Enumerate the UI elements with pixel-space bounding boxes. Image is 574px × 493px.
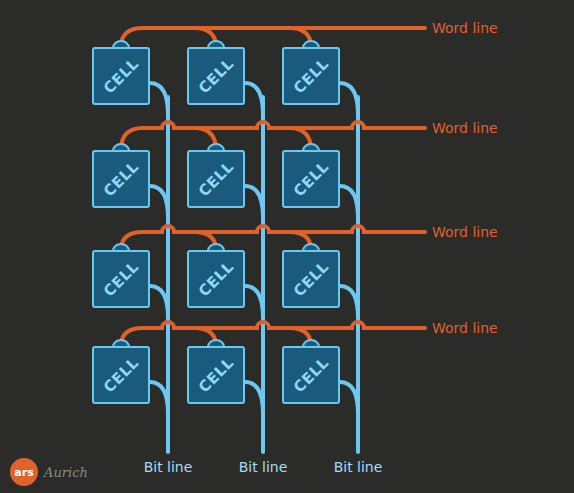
memory-cell: CELL <box>187 250 245 308</box>
memory-cell: CELL <box>282 346 340 404</box>
cell-label: CELL <box>195 55 238 98</box>
cell-to-bit-line <box>150 186 168 218</box>
memory-cell: CELL <box>282 250 340 308</box>
word-line <box>121 322 425 346</box>
word-line-label: Word line <box>432 20 498 36</box>
word-line <box>121 122 425 150</box>
memory-cell: CELL <box>282 47 340 105</box>
cell-to-bit-line <box>340 286 358 318</box>
memory-cell: CELL <box>282 150 340 208</box>
cell-label: CELL <box>195 158 238 201</box>
bit-line-label: Bit line <box>239 459 288 475</box>
logo-text: ars <box>14 466 33 479</box>
cell-label: CELL <box>100 158 143 201</box>
cell-label: CELL <box>100 258 143 301</box>
cell-label: CELL <box>290 258 333 301</box>
memory-cell: CELL <box>187 47 245 105</box>
word-line <box>121 226 425 250</box>
cell-label: CELL <box>290 55 333 98</box>
word-line-label: Word line <box>432 120 498 136</box>
memory-cell: CELL <box>92 47 150 105</box>
word-line-label: Word line <box>432 224 498 240</box>
cell-label: CELL <box>290 354 333 397</box>
cell-label: CELL <box>100 55 143 98</box>
cell-label: CELL <box>290 158 333 201</box>
cell-to-bit-line <box>340 83 358 115</box>
memory-cell: CELL <box>92 250 150 308</box>
cell-label: CELL <box>100 354 143 397</box>
memory-cell: CELL <box>92 150 150 208</box>
cell-to-bit-line <box>150 83 168 115</box>
cell-to-bit-line <box>340 186 358 218</box>
cell-label: CELL <box>195 354 238 397</box>
bit-line-label: Bit line <box>144 459 193 475</box>
cell-to-bit-line <box>245 286 263 318</box>
cell-to-bit-line <box>150 382 168 414</box>
memory-cell: CELL <box>187 150 245 208</box>
memory-cell: CELL <box>92 346 150 404</box>
cell-to-bit-line <box>150 286 168 318</box>
logo-circle <box>10 458 38 486</box>
signature: Aurich <box>44 465 88 480</box>
cell-to-bit-line <box>245 186 263 218</box>
cell-to-bit-line <box>245 382 263 414</box>
cell-to-bit-line <box>245 83 263 115</box>
cell-label: CELL <box>195 258 238 301</box>
bit-line-label: Bit line <box>334 459 383 475</box>
cell-to-bit-line <box>340 382 358 414</box>
memory-cell: CELL <box>187 346 245 404</box>
word-line <box>121 28 425 47</box>
word-line-label: Word line <box>432 320 498 336</box>
